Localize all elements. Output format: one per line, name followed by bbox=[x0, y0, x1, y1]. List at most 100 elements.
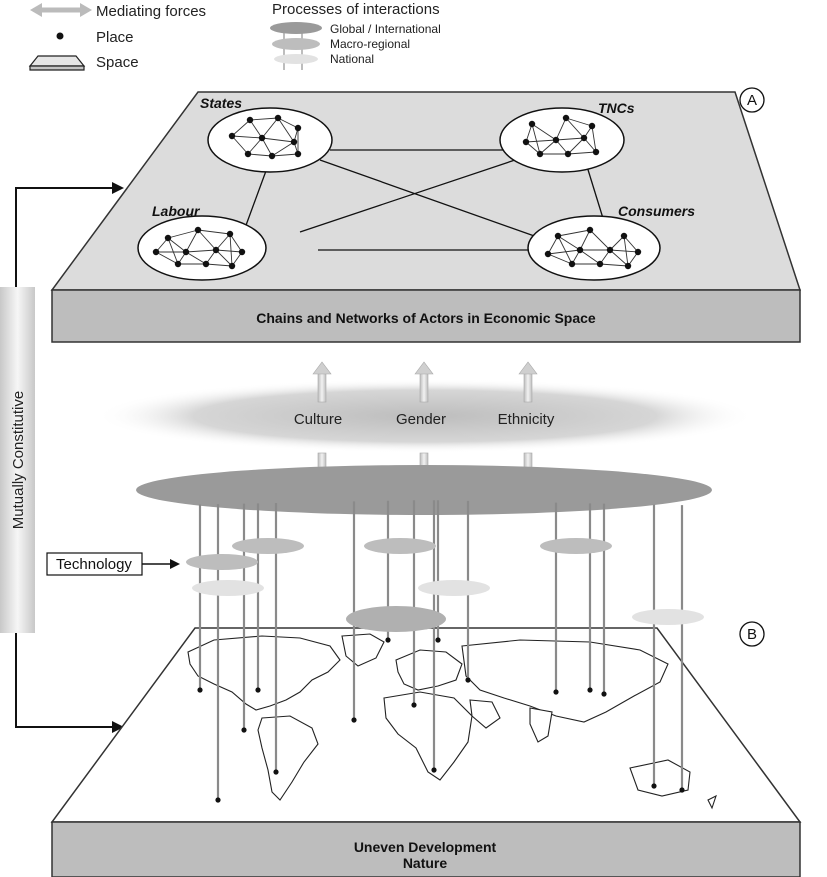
network-node bbox=[568, 260, 576, 268]
network-edge bbox=[557, 235, 581, 251]
badge-a-text: A bbox=[747, 92, 757, 109]
network-edge bbox=[197, 229, 217, 251]
network-node bbox=[174, 260, 182, 268]
macro-process-disc bbox=[364, 538, 436, 554]
force-label-culture: Culture bbox=[294, 411, 342, 428]
network-edge bbox=[271, 141, 295, 157]
actor-label-tncs: TNCs bbox=[598, 100, 635, 116]
network-edge bbox=[185, 229, 199, 253]
network-edge bbox=[539, 139, 557, 155]
network-edge bbox=[197, 229, 231, 235]
legend-process-macro: Macro-regional bbox=[330, 37, 410, 51]
network-node bbox=[562, 114, 570, 122]
slab-a-front bbox=[51, 289, 801, 343]
network-node bbox=[528, 120, 536, 128]
legend-place: Place bbox=[96, 29, 134, 46]
place-dot bbox=[273, 769, 279, 775]
network-node bbox=[624, 262, 632, 270]
mediating-forces-disc bbox=[95, 379, 755, 453]
network-node bbox=[634, 248, 642, 256]
new-zealand-shape bbox=[707, 794, 717, 810]
network-edge bbox=[609, 249, 639, 253]
network-edge bbox=[609, 249, 629, 267]
legend-mediating-forces: Mediating forces bbox=[96, 3, 206, 20]
badge-b-text: B bbox=[747, 626, 757, 643]
network-node bbox=[522, 138, 530, 146]
australia-shape bbox=[629, 759, 691, 797]
network-node bbox=[182, 248, 190, 256]
space-legend-icon bbox=[28, 55, 86, 71]
actor-label-consumers: Consumers bbox=[618, 203, 695, 219]
actor-label-states: States bbox=[200, 95, 242, 111]
network-node bbox=[596, 260, 604, 268]
network-edge bbox=[155, 251, 179, 265]
network-edge bbox=[567, 137, 585, 155]
network-node bbox=[212, 246, 220, 254]
legend: Mediating forces Place Space Processes o… bbox=[28, 1, 441, 71]
network-node bbox=[586, 226, 594, 234]
network-node bbox=[552, 136, 560, 144]
place-dot bbox=[465, 677, 471, 683]
place-dots bbox=[197, 637, 685, 803]
place-dot bbox=[197, 687, 203, 693]
processes-legend-icon bbox=[270, 22, 322, 70]
network-edge bbox=[555, 137, 585, 141]
actor-networks bbox=[137, 107, 661, 281]
network-node bbox=[294, 124, 302, 132]
slab-b-label-line2: Nature bbox=[403, 855, 448, 871]
place-dot bbox=[351, 717, 357, 723]
place-legend-icon bbox=[56, 32, 64, 40]
place-dot bbox=[553, 689, 559, 695]
south-america-shape bbox=[257, 715, 319, 801]
network-edge bbox=[229, 233, 243, 253]
network-node bbox=[588, 122, 596, 130]
national-process-disc bbox=[418, 580, 490, 596]
network-edge bbox=[229, 233, 233, 267]
network-edge bbox=[231, 119, 251, 137]
actor-network-states bbox=[207, 107, 333, 173]
process-discs bbox=[186, 538, 704, 632]
network-edge bbox=[261, 137, 273, 157]
north-america-shape bbox=[187, 635, 341, 711]
global-process-disc bbox=[136, 465, 712, 515]
network-edge bbox=[249, 119, 263, 139]
badge-b: B bbox=[739, 621, 765, 647]
network-node bbox=[228, 132, 236, 140]
network-edge bbox=[555, 117, 567, 141]
network-node bbox=[194, 226, 202, 234]
network-edge bbox=[167, 237, 187, 253]
force-label-gender: Gender bbox=[396, 411, 446, 428]
actor-network-outline bbox=[527, 215, 661, 281]
network-edge bbox=[589, 229, 611, 251]
slab-a-label: Chains and Networks of Actors in Economi… bbox=[256, 310, 596, 326]
network-edge bbox=[557, 235, 573, 265]
network-node bbox=[554, 232, 562, 240]
network-node bbox=[226, 230, 234, 238]
network-node bbox=[592, 148, 600, 156]
slab-b-front bbox=[51, 821, 801, 877]
legend-process-national: National bbox=[330, 52, 374, 66]
network-edge bbox=[249, 117, 279, 121]
macro-process-disc bbox=[540, 538, 612, 554]
network-edge bbox=[567, 151, 597, 155]
place-dot bbox=[601, 691, 607, 697]
network-edge bbox=[277, 117, 299, 129]
asia-shape bbox=[461, 639, 669, 723]
national-process-disc bbox=[192, 580, 264, 596]
place-dot bbox=[431, 767, 437, 773]
network-node bbox=[544, 250, 552, 258]
network-edge bbox=[261, 117, 279, 139]
network-edge bbox=[579, 229, 591, 251]
network-edge bbox=[547, 249, 581, 255]
arabia-shape bbox=[469, 699, 501, 729]
national-process-disc bbox=[632, 609, 704, 625]
network-edge bbox=[205, 263, 233, 267]
network-edge bbox=[215, 233, 231, 251]
network-node bbox=[268, 152, 276, 160]
network-node bbox=[244, 150, 252, 158]
mutually-constitutive-connector bbox=[15, 182, 124, 733]
actor-network-outline bbox=[207, 107, 333, 173]
network-edge bbox=[185, 251, 207, 265]
mutually-constitutive-bar bbox=[0, 287, 35, 633]
